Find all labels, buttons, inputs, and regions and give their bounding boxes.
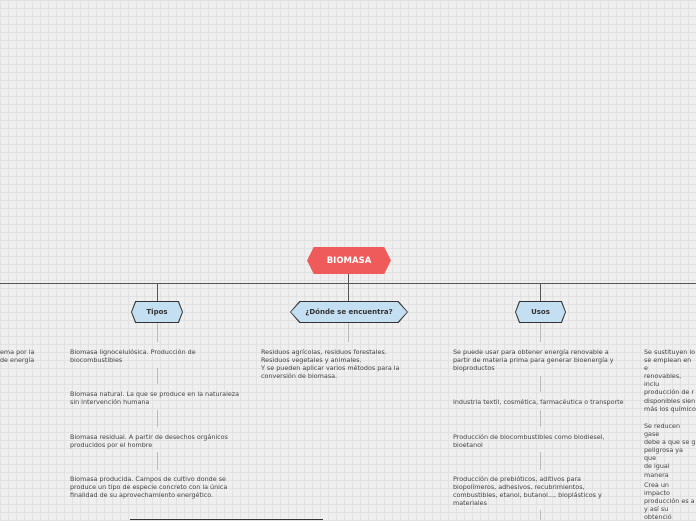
branch-label-donde: ¿Dónde se encuentra? [291, 302, 407, 322]
right-partial-topic-1[interactable]: Se sustituyen lo se emplean en e renovab… [644, 348, 696, 413]
root-node[interactable]: BIOMASA [307, 247, 391, 274]
tipos-topic-3[interactable]: Biomasa residual. A partir de desechos o… [70, 433, 228, 450]
usos-topic-1[interactable]: Se puede usar para obtener energía renov… [453, 348, 614, 373]
right-partial-topic-3[interactable]: Crea un impacto producción es a y así su… [644, 481, 695, 521]
donde-topic-1[interactable]: Residuos agrícolas, residuos forestales.… [261, 348, 400, 381]
right-partial-topic-2[interactable]: Se reducen gase debe a que se g peligros… [644, 422, 696, 479]
tipos-topic-2[interactable]: Biomasa natural. La que se produce en la… [70, 390, 240, 407]
branch-node-donde[interactable]: ¿Dónde se encuentra? [290, 301, 408, 323]
tipos-topic-4[interactable]: Biomasa producida. Campos de cultivo don… [70, 475, 228, 500]
branch-label-usos: Usos [516, 302, 565, 322]
branch-node-usos[interactable]: Usos [515, 301, 566, 323]
usos-topic-3[interactable]: Producción de biocombustibles como biodi… [453, 433, 605, 450]
usos-topic-4[interactable]: Producción de prebióticos, aditivos para… [453, 475, 602, 508]
branch-label-tipos: Tipos [132, 302, 182, 322]
usos-topic-2[interactable]: Industria textil, cosmética, farmacéutic… [453, 398, 624, 406]
tipos-topic-1[interactable]: Biomasa lignocelulósica. Producción de b… [70, 348, 196, 365]
branch-node-tipos[interactable]: Tipos [131, 301, 183, 323]
left-partial-topic[interactable]: ema por la de energía [0, 348, 35, 365]
